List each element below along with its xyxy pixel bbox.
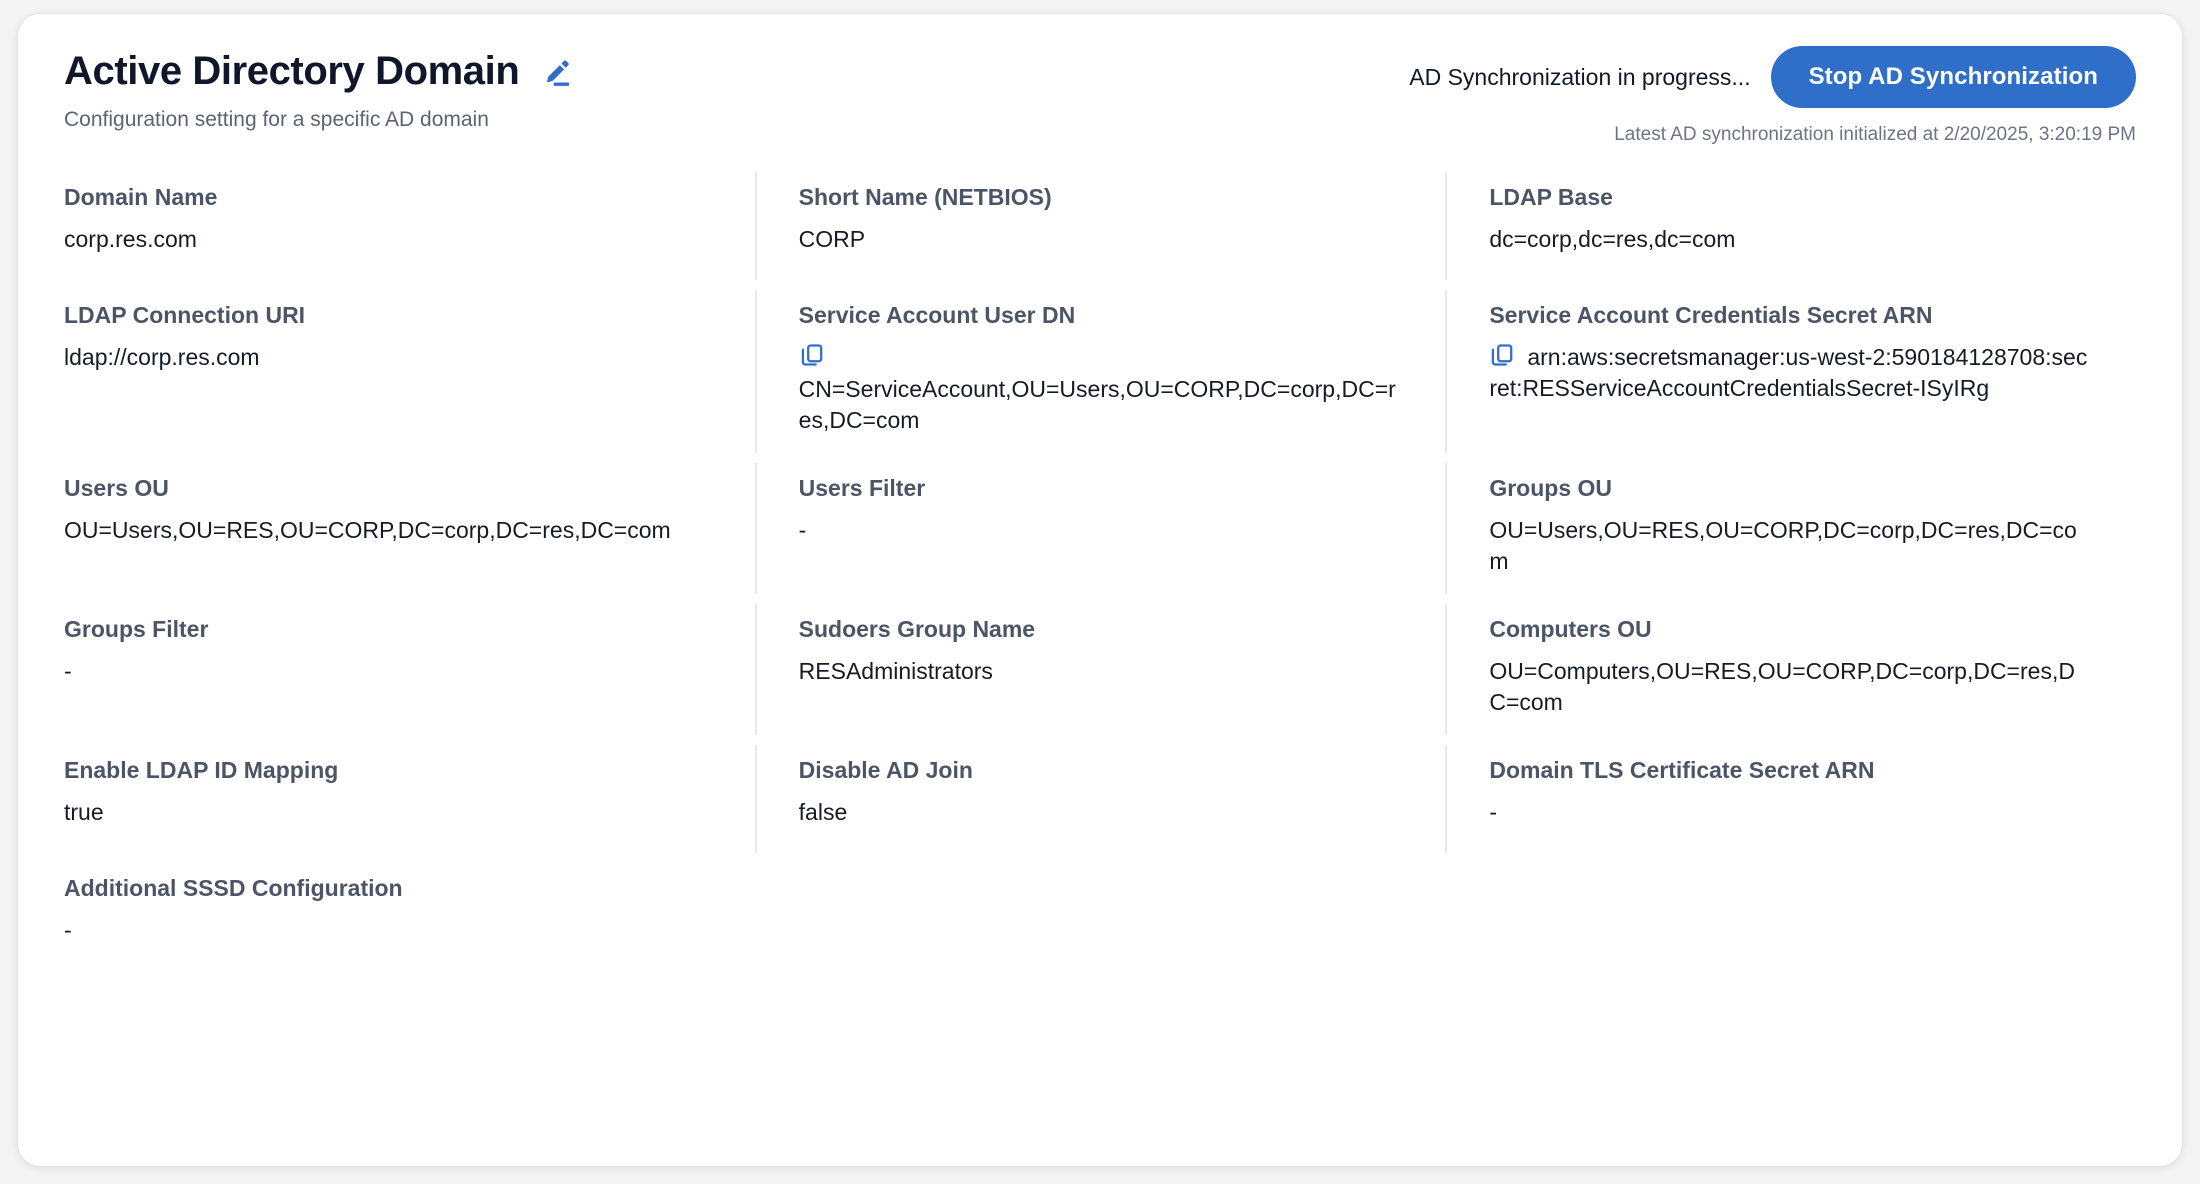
field-ldap-base: LDAP Base dc=corp,dc=res,dc=com xyxy=(1445,168,2136,286)
field-ldap-connection-uri: LDAP Connection URI ldap://corp.res.com xyxy=(64,286,755,459)
field-value: CORP xyxy=(798,225,866,252)
field-users-filter: Users Filter - xyxy=(754,459,1446,600)
copy-service-account-user-dn-button[interactable] xyxy=(799,342,825,368)
field-value: - xyxy=(64,657,72,684)
field-value: - xyxy=(1489,798,1497,825)
field-label: Short Name (NETBIOS) xyxy=(798,184,1052,210)
field-label: Users OU xyxy=(64,475,169,502)
field-value: true xyxy=(64,798,104,825)
field-computers-ou: Computers OU OU=Computers,OU=RES,OU=CORP… xyxy=(1445,600,2136,741)
field-label: Sudoers Group Name xyxy=(798,616,1036,643)
field-value: - xyxy=(64,916,72,943)
field-label: Groups OU xyxy=(1489,475,1612,502)
field-label: Users Filter xyxy=(798,475,926,502)
copy-icon xyxy=(799,342,825,368)
field-groups-filter: Groups Filter - xyxy=(64,600,755,741)
field-label: Disable AD Join xyxy=(798,757,973,784)
field-groups-ou: Groups OU OU=Users,OU=RES,OU=CORP,DC=cor… xyxy=(1445,459,2136,600)
field-label: Enable LDAP ID Mapping xyxy=(64,757,339,784)
header-right: AD Synchronization in progress... Stop A… xyxy=(1409,44,2136,146)
field-empty-slot xyxy=(755,859,1446,977)
pencil-edit-icon xyxy=(543,59,573,89)
field-value: OU=Users,OU=RES,OU=CORP,DC=corp,DC=res,D… xyxy=(64,516,671,543)
field-label: Groups Filter xyxy=(64,616,209,643)
field-value: false xyxy=(798,798,848,825)
field-users-ou: Users OU OU=Users,OU=RES,OU=CORP,DC=corp… xyxy=(64,459,755,600)
field-label: Domain TLS Certificate Secret ARN xyxy=(1489,757,1875,784)
field-value: dc=corp,dc=res,dc=com xyxy=(1489,225,1736,252)
field-value: ldap://corp.res.com xyxy=(64,343,260,370)
field-value: arn:aws:secretsmanager:us-west-2:5901841… xyxy=(1489,343,2088,402)
page-subtitle: Configuration setting for a specific AD … xyxy=(64,108,489,131)
sync-status-text: AD Synchronization in progress... xyxy=(1409,63,1751,90)
field-empty-slot xyxy=(1445,859,2136,977)
field-label: LDAP Base xyxy=(1489,184,1613,210)
field-label: Domain Name xyxy=(64,184,218,210)
field-value: corp.res.com xyxy=(64,225,197,252)
field-service-account-user-dn: Service Account User DN CN=ServiceAccoun… xyxy=(754,286,1446,459)
field-label: LDAP Connection URI xyxy=(64,302,306,328)
field-value: RESAdministrators xyxy=(798,657,993,684)
field-sudoers-group-name: Sudoers Group Name RESAdministrators xyxy=(754,600,1446,741)
field-short-name-netbios: Short Name (NETBIOS) CORP xyxy=(754,168,1446,286)
card-header: Active Directory Domain Configuration se… xyxy=(64,44,2136,146)
sync-row: AD Synchronization in progress... Stop A… xyxy=(1409,46,2136,108)
field-value: OU=Users,OU=RES,OU=CORP,DC=corp,DC=res,D… xyxy=(1489,516,2077,575)
title-row: Active Directory Domain xyxy=(64,50,575,92)
copy-secret-arn-button[interactable] xyxy=(1489,342,1515,368)
field-label: Computers OU xyxy=(1489,616,1652,643)
field-label: Service Account User DN xyxy=(798,302,1076,328)
field-service-account-credentials-secret-arn: Service Account Credentials Secret ARN a… xyxy=(1445,286,2136,459)
field-value: CN=ServiceAccount,OU=Users,OU=CORP,DC=co… xyxy=(798,375,1396,434)
field-domain-name: Domain Name corp.res.com xyxy=(64,168,755,286)
field-label: Service Account Credentials Secret ARN xyxy=(1489,302,1933,328)
field-value-row: arn:aws:secretsmanager:us-west-2:5901841… xyxy=(1489,342,2088,405)
domain-fields-grid: Domain Name corp.res.com Short Name (NET… xyxy=(64,168,2136,977)
stop-ad-synchronization-button[interactable]: Stop AD Synchronization xyxy=(1770,46,2136,108)
field-domain-tls-certificate-secret-arn: Domain TLS Certificate Secret ARN - xyxy=(1445,741,2136,859)
header-left: Active Directory Domain Configuration se… xyxy=(64,44,575,133)
field-disable-ad-join: Disable AD Join false xyxy=(754,741,1446,859)
active-directory-domain-card: Active Directory Domain Configuration se… xyxy=(18,14,2182,1166)
page-title: Active Directory Domain xyxy=(64,49,520,93)
copy-icon xyxy=(1489,342,1515,368)
edit-domain-button[interactable] xyxy=(541,57,575,91)
sync-timestamp-text: Latest AD synchronization initialized at… xyxy=(1614,124,2136,145)
field-value: - xyxy=(798,516,807,543)
field-label: Additional SSSD Configuration xyxy=(64,875,403,902)
field-value: OU=Computers,OU=RES,OU=CORP,DC=corp,DC=r… xyxy=(1489,657,2075,716)
field-enable-ldap-id-mapping: Enable LDAP ID Mapping true xyxy=(64,741,755,859)
field-additional-sssd-configuration: Additional SSSD Configuration - xyxy=(64,859,755,977)
